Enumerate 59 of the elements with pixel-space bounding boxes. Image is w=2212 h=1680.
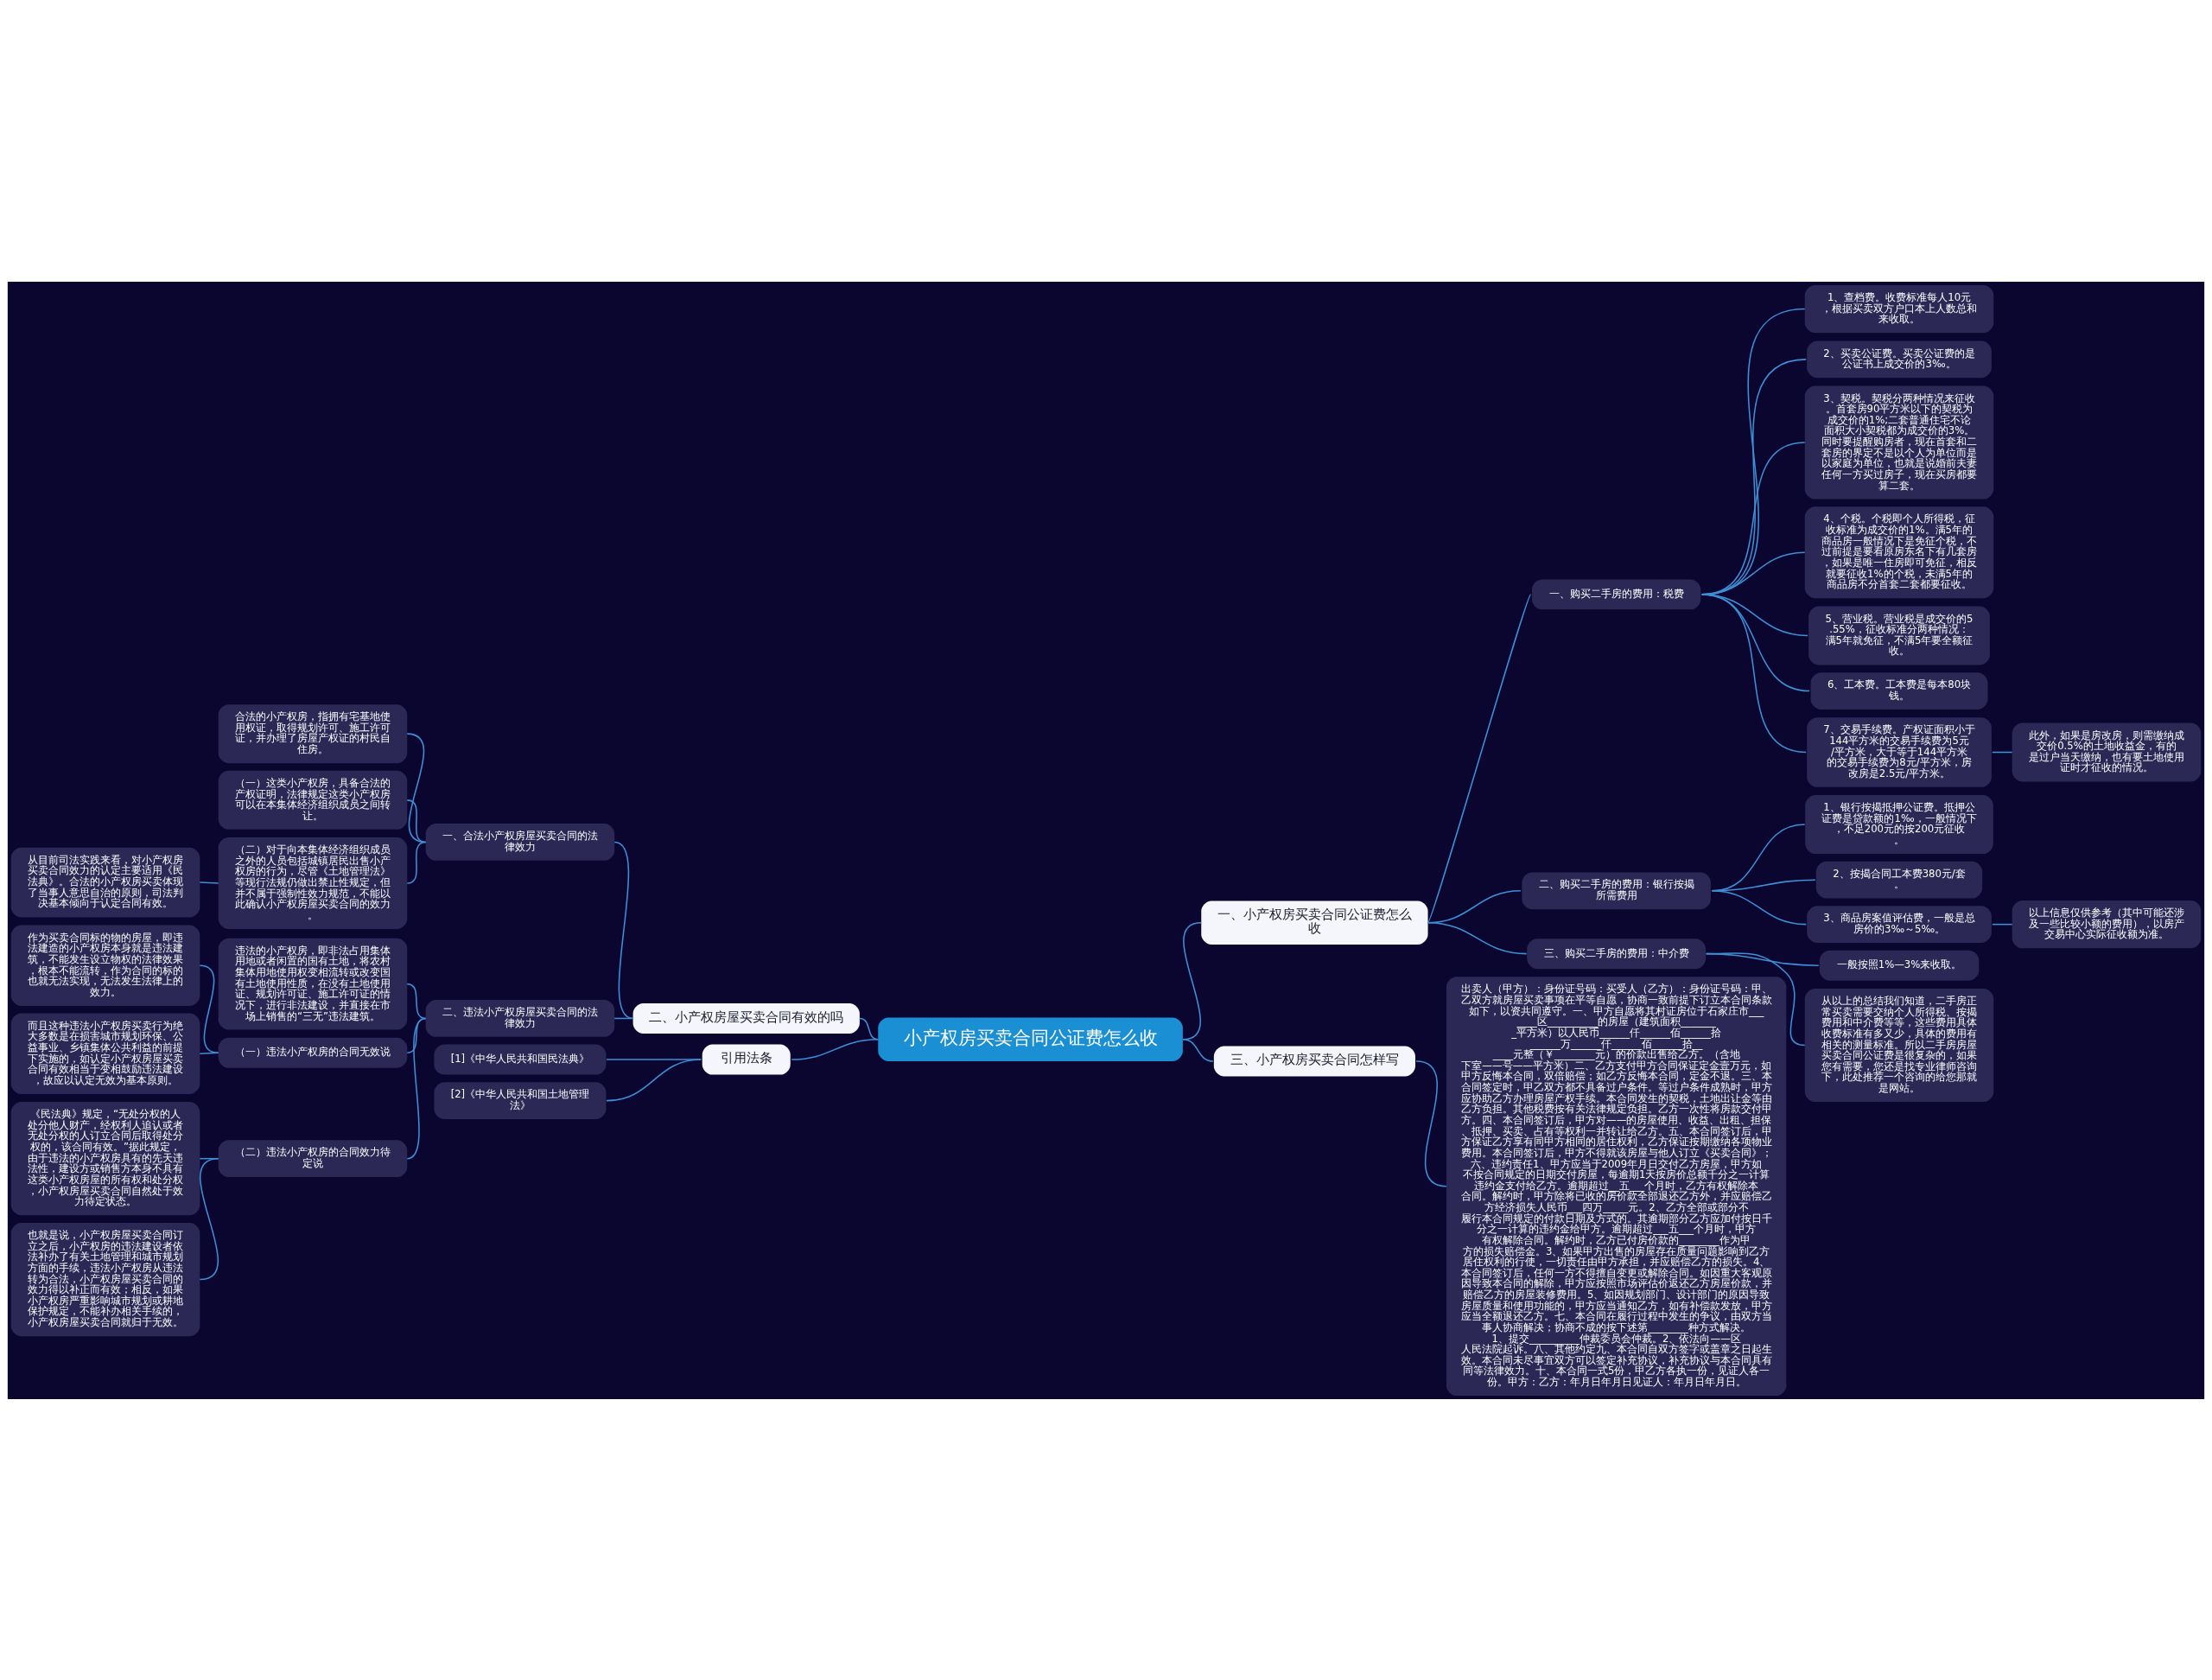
connector: [199, 881, 219, 884]
connector: [199, 1157, 219, 1280]
node-box: 以上信息仅供参考（其中可能还涉及一些比较小额的费用），以房产交易中心实际征收额为准。: [2012, 900, 2202, 948]
connector: [1182, 1038, 1214, 1062]
node-box: 从以上的总结我们知道，二手房正常买卖需要交纳个人所得税、按揭费用和中介费等等，这些费用具体收费标准有多又少，具体的费用有相关的测量标准。所以二手房房屋买卖合同公证费是很复杂的，如果您有需要，您还是找专业律师咨询下，此处推荐一个咨询的给您那就是网站。: [1804, 988, 1994, 1102]
node-box: （二）对于向本集体经济组织成员之外的人员包括城镇居民出售小产权房的行为，尽管《土地管理法》等现行法规仍做出禁止性规定，但并不属于强制性效力规范，不能以此确认小产权房屋买卖合同的效力。: [218, 837, 408, 929]
connector: [406, 983, 427, 1019]
connector: [199, 1052, 219, 1054]
node-box: 一、小产权房买卖合同公证费怎么收: [1201, 900, 1428, 945]
node-box: 二、违法小产权房屋买卖合同的法律效力: [425, 999, 615, 1037]
node-box: 一般按照1%—3%来收取。: [1819, 950, 1980, 981]
connector: [613, 1017, 634, 1019]
node-box: 三、购买二手房的费用：中介费: [1527, 938, 1707, 969]
node-box: （一）违法小产权房的合同无效说: [218, 1037, 408, 1068]
node-box: （一）这类小产权房，具备合法的产权证明，法律规定这类小产权房可以在本集体经济组织成员之间转让。: [218, 770, 408, 830]
node-box: 引用法条: [702, 1044, 791, 1075]
node-box: 出卖人（甲方）：身份证号码：买受人（乙方）：身份证号码：甲、乙双方就房屋买卖事项在平等自愿，协商一致前提下订立本合同条款如下，以资共同遵守。一、甲方自愿将其村证房位于石家庄市_______区__________的房屋（建筑面积________平方米）以人民币______仟______佰______拾______万______仟______佰______拾______元整（￥________元）的价款出售给乙方。（含地下室——号——平方米）二、乙方支付甲方合同保证定金壹万元，如甲方反悔本合同，双倍赔偿；如乙方反悔本合同，定金不退。三、本合同签定时，甲乙双方都不具备过户条件。等过户条件成熟时，甲方应协助乙方办理房屋产权手续。本合同发生的契税，土地出让金等由乙方负担。其他税费按有关法律规定负担。乙方一次性将房款交付甲方。四、本合同签订后，甲方对——的房屋使用、收益、出租、担保、抵押、买卖、占有等权利一并转让给乙方。五、本合同签订后，甲方保证乙方享有同甲方相同的居住权利，乙方保证按期缴纳各项物业费用。本合同签订后，甲方不得就该房屋与他人订立《买卖合同》；六、违约责任1、甲方应当于2009年月日交付乙方房屋，甲方如不按合同规定的日期交付房屋，每逾期1天按房价总额千分之一计算违约金支付给乙方。逾期超过__五___个月时，乙方有权解除本合同。解约时，甲方除将已收的房价款全部退还乙方外，并应赔偿乙方经济损失人民币___四万_____元。2、乙方全部或部分不履行本合同规定的付款日期及方式的。其逾期部分乙方应加付按日千分之一计算的违约金给甲方。逾期超过___五___个月时，甲方有权解除合同。解约时，乙方已付房价款的________作为甲方的损失赔偿金。3、如果甲方出售的房屋存在质量问题影响到乙方居住权利的行使，一切责任由甲方承担，并应赔偿乙方的损失。4、本合同签订后，任何一方不得擅自变更或解除合同。如因重大客观原因导致本合同的解除，甲方应按照市场评估价返还乙方房屋价款，并赔偿乙方的房屋装修费用。5、如因规划部门、设计部门的原因导致房屋质量和使用功能的，甲方应当通知乙方，如有补偿款发放，甲方应当全额退还乙方。七、本合同在履行过程中发生的争议，由双方当事人协商解决；协商不成的按下述第________种方式解决。1、提交__________仲裁委员会仲裁。2、依法向——区人民法院起诉。八、其他约定九、本合同自双方签字或盖章之日起生效。本合同未尽事宜双方可以签定补充协议，补充协议与本合同具有同等法律效力。十、本合同一式5份，甲乙方各执一份，见证人各一份。甲方：乙方：年月日年月日见证人：年月日年月日。: [1446, 976, 1787, 1396]
connector: [1415, 1060, 1447, 1187]
node-box: [2]《中华人民共和国土地管理法》: [434, 1081, 607, 1119]
node-box: 7、交易手续费。产权证面积小于144平方米的交易手续费为5元/平方米，大于等于144平方米的交易手续费为8元/平方米，房改房是2.5元/平方米。: [1807, 716, 1992, 787]
node-box: 3、商品房案值评估费，一般是总房价的3‰～5‰。: [1807, 905, 1992, 943]
node-box: 一、合法小产权房屋买卖合同的法律效力: [425, 823, 615, 861]
node-box: 此外，如果是房改房，则需缴纳成交价0.5%的土地收益金，有的是过户当天缴纳，也有要土地使用证时才征收的情况。: [2012, 722, 2202, 781]
node-box: 违法的小产权房，即非法占用集体用地或者闲置的国有土地，将农村集体用地使用权变相流转或改变国有土地使用性质，在没有土地使用证、规划许可证、施工许可证的情况下，进行非法建设，并直接在市场上销售的“三无”违法建筑。: [218, 938, 408, 1030]
connector: [1427, 593, 1532, 923]
connector: [406, 841, 427, 884]
node-box: 而且这种违法小产权房买卖行为绝大多数是在损害城市规划环保、公益事业、乡镇集体公共利益的前提下实施的，如认定小产权房屋买卖合同有效相当于变相鼓励违法建设，故应以认定无效为基本原则。: [10, 1013, 200, 1094]
connector: [791, 1038, 880, 1060]
node-box: 三、小产权房买卖合同怎样写: [1213, 1046, 1415, 1076]
node-box: 4、个税。个税即个人所得税，征收标准为成交价的1%。满5年的商品房一般情况下是免征个税，不过前提是要看原房东名下有几套房，如果是唯一住房即可免征，相反就要征收1%的个税，未满5年的商品房不分首套二套都要征收。: [1804, 506, 1994, 598]
node-box: 《民法典》规定，“无处分权的人处分他人财产，经权利人追认或者无处分权的人订立合同后取得处分权的，该合同有效。”据此规定，由于违法的小产权房具有的先天违法性，建设方或销售方本身不具有这类小产权房屋的所有权和处分权，小产权房屋买卖合同自然处于效力待定状态。: [10, 1101, 200, 1215]
node-box: 合法的小产权房，指拥有宅基地使用权证，取得规划许可、施工许可证，并办理了房屋产权证的村民自住房。: [218, 703, 408, 763]
connector: [406, 799, 427, 843]
connector: [1711, 889, 1807, 925]
node-box: 从目前司法实践来看，对小产权房买卖合同效力的认定主要适用《民法典》。合法的小产权房买卖体现了当事人意思自治的原则，司法判决基本倾向于认定合同有效。: [10, 847, 200, 917]
node-box: 1、查档费。收费标准每人10元，根据买卖双方户口本上人数总和来收取。: [1804, 284, 1994, 333]
connector: [1992, 751, 2013, 753]
connector: [606, 1058, 702, 1101]
connector: [1700, 593, 1807, 753]
connector: [1992, 923, 2013, 925]
node-box: 作为买卖合同标的物的房屋，即违法建造的小产权房本身就是违法建筑，不能发生设立物权的法律效果，根本不能流转，作为合同的标的也就无法实现，无法发生法律上的效力。: [10, 925, 200, 1006]
node-box: 小产权房买卖合同公证费怎么收: [878, 1017, 1183, 1061]
node-box: 5、营业税。营业税是成交价的5.55%，征收标准分两种情况：满5年就免征，不满5年要全额征收。: [1808, 605, 1990, 665]
node-box: 也就是说，小产权房屋买卖合同订立之后，小产权房的违法建设者依法补办了有关土地管理和城市规划方面的手续，违法小产权房从违法转为合法，小产权房屋买卖合同的效力得以补正而有效；相反，如果小产权房严重影响城市规划或耕地保护规定，不能补办相关手续的，小产权房屋买卖合同就归于无效。: [10, 1222, 200, 1336]
node-box: 6、工本费。工本费是每本80块钱。: [1810, 671, 1988, 710]
node-box: 1、银行按揭抵押公证费。抵押公证费是贷款额的1‰，一般情况下，不足200元的按200元征收。: [1805, 794, 1993, 854]
node-box: 3、契税。契税分两种情况来征收。首套房90平方米以下的契税为成交价的1%;二套普通住宅不论面积大小契税都为成交价的3%。同时要提醒购房者，现在首套和二套房的界定不是以个人为单位而是以家庭为单位，也就是说婚前夫妻任何一方买过房子，现在买房都要算二套。: [1804, 385, 1994, 500]
connector: [1705, 951, 1806, 1046]
connector: [613, 841, 634, 1019]
node-box: 二、购买二手房的费用：银行按揭所需费用: [1522, 871, 1711, 909]
connector: [406, 1017, 427, 1159]
node-box: （二）违法小产权房的合同效力待定说: [218, 1139, 408, 1177]
connector: [406, 732, 427, 843]
node-box: 2、买卖公证费。买卖公证费的是公证书上成交价的3‰。: [1807, 340, 1992, 378]
node-box: 2、按揭合同工本费380元/套。: [1815, 861, 1983, 899]
node-box: 二、小产权房屋买卖合同有效的吗: [632, 1002, 860, 1034]
connector: [1427, 921, 1528, 954]
node-box: [1]《中华人民共和国民法典》: [434, 1044, 607, 1075]
node-box: 一、购买二手房的费用：税费: [1532, 578, 1701, 609]
